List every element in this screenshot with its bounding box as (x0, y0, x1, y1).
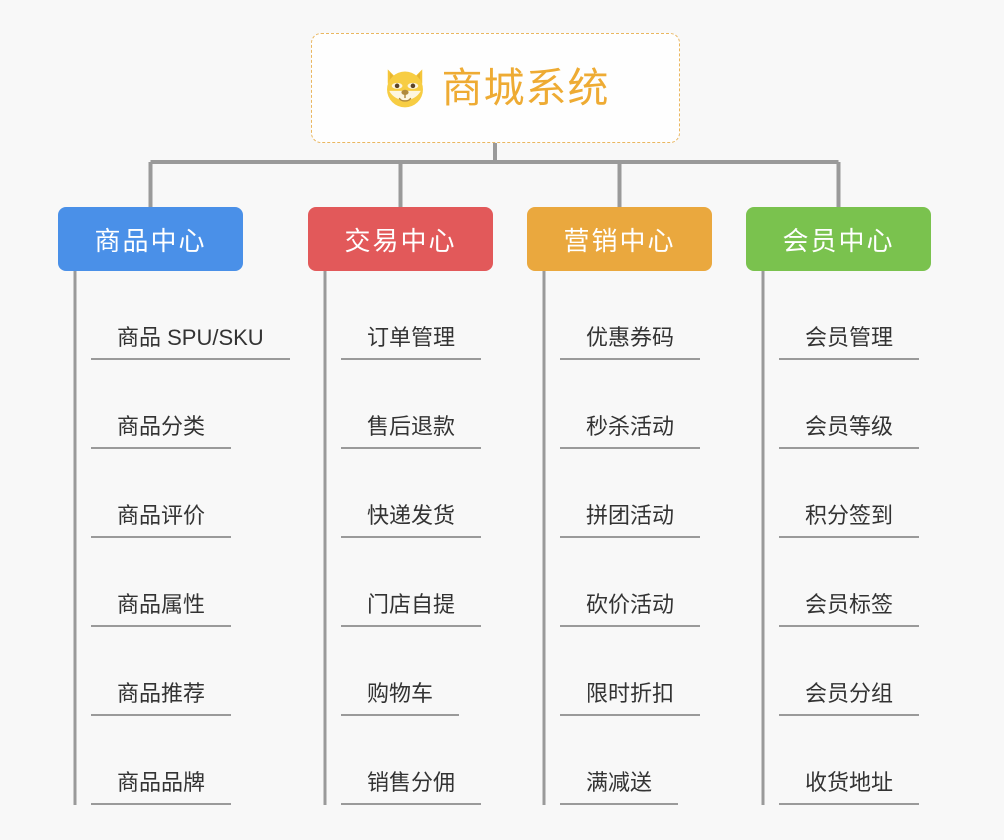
leaf-item-label: 秒杀活动 (560, 414, 701, 449)
leaf-item-label: 快递发货 (341, 503, 482, 538)
category-column-1: 商品中心商品 SPU/SKU 商品分类商品评价商品属性商品推荐商品品牌 (58, 207, 290, 805)
leaf-item[interactable]: 积分签到 (746, 449, 931, 538)
leaf-item-label: 商品品牌 (91, 770, 232, 805)
leaf-item-label: 砍价活动 (560, 592, 701, 627)
leaf-item-label: 限时折扣 (560, 681, 701, 716)
leaf-list-1: 商品 SPU/SKU 商品分类商品评价商品属性商品推荐商品品牌 (58, 271, 290, 805)
leaf-item[interactable]: 限时折扣 (527, 627, 712, 716)
leaf-item-label: 会员分组 (779, 681, 920, 716)
leaf-item[interactable]: 优惠券码 (527, 271, 712, 360)
leaf-item[interactable]: 会员标签 (746, 538, 931, 627)
leaf-item-label: 会员标签 (779, 592, 920, 627)
leaf-item-label: 商品分类 (91, 414, 232, 449)
category-column-2: 交易中心订单管理售后退款快递发货门店自提购物车销售分佣 (308, 207, 493, 805)
leaf-item-label: 购物车 (341, 681, 460, 716)
leaf-item-label: 销售分佣 (341, 770, 482, 805)
leaf-item-label: 会员等级 (779, 414, 920, 449)
leaf-item[interactable]: 会员管理 (746, 271, 931, 360)
leaf-item-label: 商品推荐 (91, 681, 232, 716)
leaf-item[interactable]: 商品品牌 (58, 716, 243, 805)
leaf-item[interactable]: 商品分类 (58, 360, 243, 449)
leaf-item-label: 门店自提 (341, 592, 482, 627)
category-column-4: 会员中心会员管理会员等级积分签到会员标签会员分组收货地址 (746, 207, 931, 805)
category-header-3[interactable]: 营销中心 (527, 207, 712, 271)
leaf-item[interactable]: 商品评价 (58, 449, 243, 538)
leaf-item-label: 商品 SPU/SKU (91, 325, 290, 360)
category-column-3: 营销中心优惠券码秒杀活动拼团活动砍价活动限时折扣满减送 (527, 207, 712, 805)
leaf-item[interactable]: 收货地址 (746, 716, 931, 805)
leaf-item[interactable]: 销售分佣 (308, 716, 493, 805)
leaf-item[interactable]: 商品属性 (58, 538, 243, 627)
leaf-item-label: 商品属性 (91, 592, 232, 627)
leaf-item-label: 售后退款 (341, 414, 482, 449)
dog-face-icon (386, 69, 423, 108)
leaf-item-label: 满减送 (560, 770, 679, 805)
leaf-list-2: 订单管理售后退款快递发货门店自提购物车销售分佣 (308, 271, 493, 805)
leaf-item[interactable]: 订单管理 (308, 271, 493, 360)
category-header-2[interactable]: 交易中心 (308, 207, 493, 271)
leaf-list-3: 优惠券码秒杀活动拼团活动砍价活动限时折扣满减送 (527, 271, 712, 805)
leaf-item-label: 优惠券码 (560, 325, 701, 360)
root-node[interactable]: 商城系统 (311, 33, 680, 143)
leaf-list-4: 会员管理会员等级积分签到会员标签会员分组收货地址 (746, 271, 931, 805)
leaf-item[interactable]: 快递发货 (308, 449, 493, 538)
leaf-item[interactable]: 秒杀活动 (527, 360, 712, 449)
leaf-item[interactable]: 购物车 (308, 627, 493, 716)
leaf-item[interactable]: 砍价活动 (527, 538, 712, 627)
leaf-item[interactable]: 门店自提 (308, 538, 493, 627)
leaf-item[interactable]: 会员等级 (746, 360, 931, 449)
category-header-1[interactable]: 商品中心 (58, 207, 243, 271)
leaf-item[interactable]: 售后退款 (308, 360, 493, 449)
leaf-item-label: 订单管理 (341, 325, 482, 360)
leaf-item[interactable]: 满减送 (527, 716, 712, 805)
leaf-item[interactable]: 商品 SPU/SKU (58, 271, 290, 360)
root-title: 商城系统 (441, 64, 610, 111)
category-header-4[interactable]: 会员中心 (746, 207, 931, 271)
leaf-item[interactable]: 会员分组 (746, 627, 931, 716)
leaf-item[interactable]: 商品推荐 (58, 627, 243, 716)
leaf-item-label: 会员管理 (779, 325, 920, 360)
leaf-item[interactable]: 拼团活动 (527, 449, 712, 538)
leaf-item-label: 收货地址 (779, 770, 920, 805)
leaf-item-label: 商品评价 (91, 503, 232, 538)
leaf-item-label: 拼团活动 (560, 503, 701, 538)
leaf-item-label: 积分签到 (779, 503, 920, 538)
